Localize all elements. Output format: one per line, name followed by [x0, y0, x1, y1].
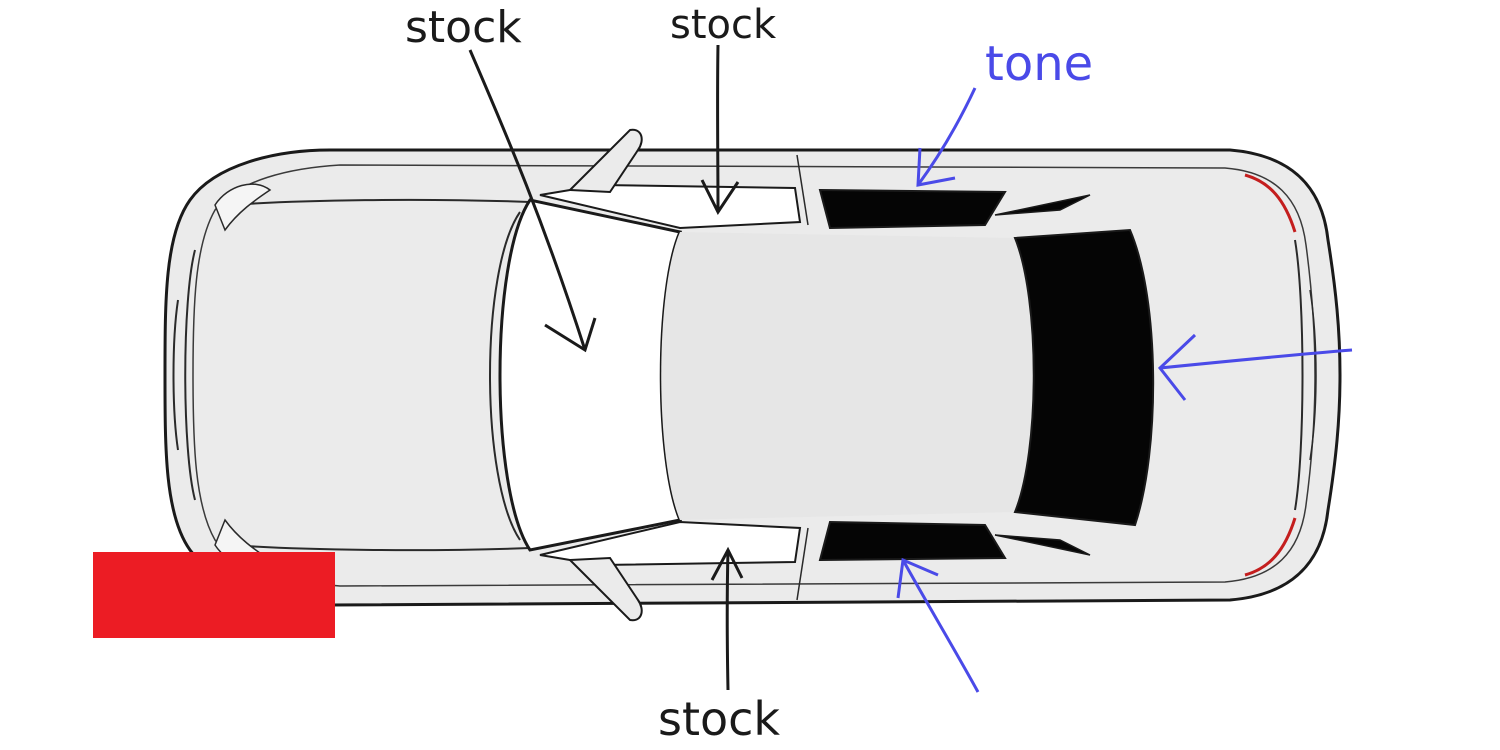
- arrowhead-rear-side-window-top: [916, 147, 956, 187]
- side-mirror-bottom: [567, 556, 643, 622]
- arrow-to-windshield: [468, 49, 587, 351]
- tail-light-bottom: [1244, 517, 1297, 577]
- arrowhead-bottom-side-window: [710, 546, 744, 581]
- side-mirror-top: [567, 128, 643, 194]
- redaction-box: [93, 552, 335, 638]
- arrowhead-windshield: [544, 317, 597, 353]
- tail-light-top: [1244, 173, 1297, 233]
- stock-label-windshield: stock: [405, 2, 522, 53]
- front-bumper: [184, 249, 196, 501]
- door-line-top: [796, 154, 809, 226]
- rear-side-window-bottom: [818, 520, 1007, 562]
- rear-side-window-top: [818, 188, 1007, 230]
- arrow-to-rear-side-window-top: [916, 87, 977, 186]
- front-grille: [172, 299, 179, 451]
- tone-annotations: tone: [896, 36, 1353, 693]
- stock-annotations: stock stock stock: [405, 2, 780, 746]
- windshield: [498, 198, 683, 552]
- arrowhead-rear-window: [1157, 333, 1197, 401]
- hood-line-top: [229, 198, 531, 206]
- roof: [661, 232, 1034, 520]
- windshield-wiper-edge: [489, 211, 521, 541]
- rear-quarter-window-bottom: [994, 534, 1091, 556]
- rear-quarter-window-top: [994, 194, 1091, 216]
- arrow-to-rear-window: [1159, 348, 1353, 370]
- stock-label-front-side: stock: [670, 2, 777, 48]
- hood-line-bottom: [229, 544, 531, 552]
- arrowhead-front-side-window: [700, 179, 740, 215]
- stock-label-bottom-side: stock: [658, 692, 780, 746]
- door-line-bottom: [796, 527, 809, 601]
- arrow-to-bottom-side-window: [725, 549, 730, 691]
- rear-window: [1013, 228, 1155, 527]
- arrowhead-rear-side-window-bottom: [896, 557, 939, 599]
- headlight-top: [214, 183, 272, 232]
- trunk-line: [1294, 239, 1304, 511]
- arrow-to-rear-side-window-bottom: [901, 559, 980, 693]
- rear-bumper-line: [1309, 289, 1317, 461]
- body-inner-contour: [192, 164, 1316, 587]
- tone-label: tone: [985, 36, 1093, 92]
